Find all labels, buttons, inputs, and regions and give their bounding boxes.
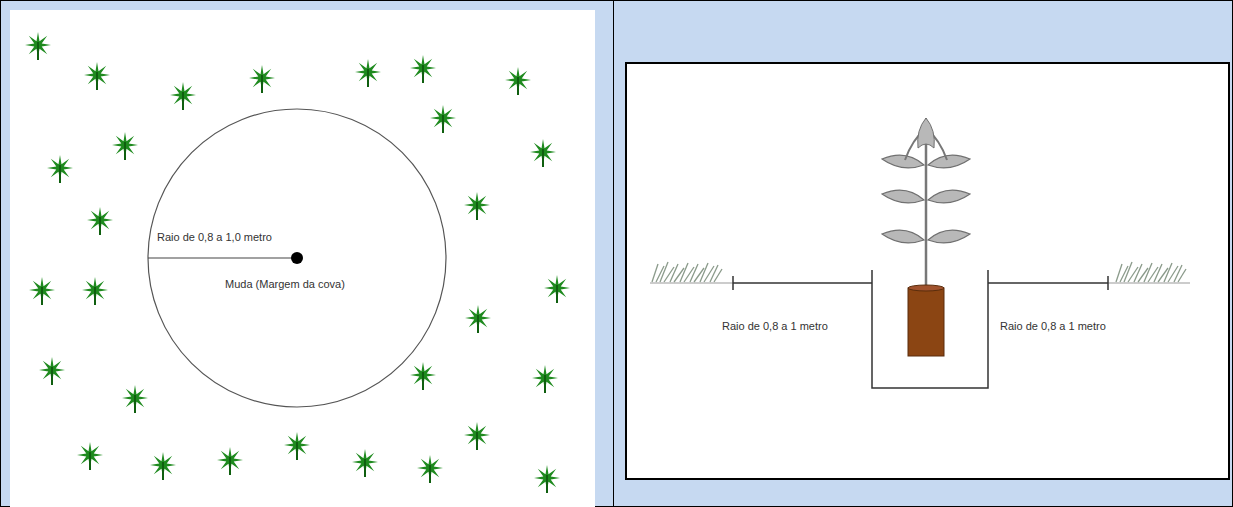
seedling-label: Muda (Margem da cova) xyxy=(225,278,345,291)
planting-pit-section xyxy=(650,118,1190,388)
radius-label: Raio de 0,8 a 1 metro xyxy=(722,320,828,333)
cell-divider xyxy=(613,0,614,507)
radius-label: Raio de 0,8 a 1,0 metro xyxy=(157,231,272,244)
radius-label: Raio de 0,8 a 1 metro xyxy=(1000,320,1106,333)
weeding-circle: Raio de 0,8 a 1,0 metroMuda (Margem da c… xyxy=(147,108,447,408)
weed-field xyxy=(25,32,570,493)
circle-outline xyxy=(147,108,447,408)
